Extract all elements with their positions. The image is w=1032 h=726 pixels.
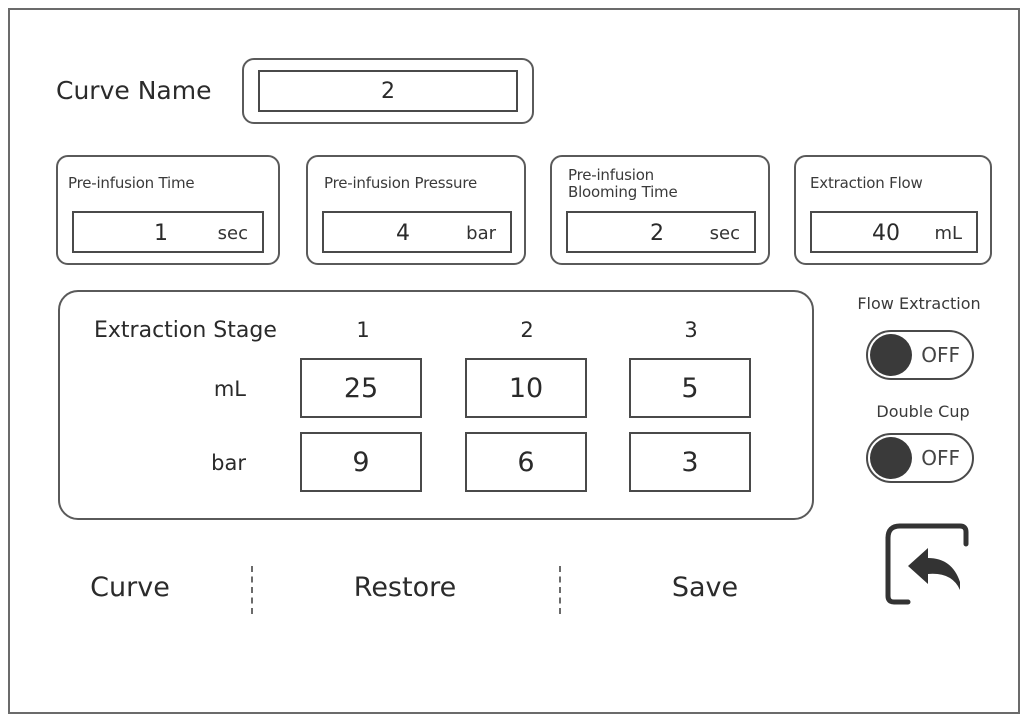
- pre-infusion-time-label: Pre-infusion Time: [68, 174, 195, 192]
- flow-extraction-state: OFF: [921, 343, 960, 367]
- blooming-time-unit: sec: [709, 223, 740, 244]
- double-cup-label: Double Cup: [876, 402, 970, 421]
- screen-frame: [8, 8, 1020, 714]
- flow-extraction-label: Flow Extraction: [857, 294, 981, 313]
- extraction-flow-card: Extraction Flow 40 mL: [794, 155, 992, 265]
- pre-infusion-pressure-unit: bar: [466, 223, 496, 244]
- double-cup-state: OFF: [921, 446, 960, 470]
- double-cup-toggle-knob: [870, 437, 912, 479]
- stage3-ml-input[interactable]: 5: [629, 358, 751, 418]
- stage-row-label-ml: mL: [213, 377, 246, 401]
- stage1-ml-input[interactable]: 25: [300, 358, 422, 418]
- blooming-time-value: 2: [650, 221, 664, 246]
- restore-button[interactable]: Restore: [353, 572, 457, 603]
- stage1-bar-input[interactable]: 9: [300, 432, 422, 492]
- blooming-time-input[interactable]: 2 sec: [566, 211, 756, 253]
- pre-infusion-time-unit: sec: [217, 223, 248, 244]
- curve-name-input[interactable]: 2: [258, 70, 518, 112]
- flow-extraction-toggle[interactable]: OFF: [866, 330, 974, 380]
- pre-infusion-time-value: 1: [154, 221, 168, 246]
- curve-name-field-frame: 2: [242, 58, 534, 124]
- curve-button[interactable]: Curve: [90, 572, 170, 603]
- blooming-time-label-line1: Pre-infusion: [568, 166, 654, 184]
- double-cup-toggle[interactable]: OFF: [866, 433, 974, 483]
- blooming-time-label: Pre-infusion Blooming Time: [568, 167, 678, 201]
- divider-1: [251, 566, 253, 614]
- pre-infusion-time-card: Pre-infusion Time 1 sec: [56, 155, 280, 265]
- stage3-bar-input[interactable]: 3: [629, 432, 751, 492]
- extraction-flow-label: Extraction Flow: [810, 174, 923, 192]
- extraction-flow-value: 40: [872, 221, 900, 246]
- extraction-flow-input[interactable]: 40 mL: [810, 211, 978, 253]
- save-button[interactable]: Save: [671, 572, 739, 603]
- blooming-time-label-line2: Blooming Time: [568, 183, 678, 201]
- curve-name-label: Curve Name: [56, 76, 212, 105]
- stage2-ml-input[interactable]: 10: [465, 358, 587, 418]
- divider-2: [559, 566, 561, 614]
- stage-column-1: 1: [356, 318, 370, 342]
- stage-column-3: 3: [684, 318, 698, 342]
- stage-row-label-bar: bar: [211, 451, 246, 475]
- extraction-stage-title: Extraction Stage: [94, 318, 277, 343]
- extraction-stage-panel: [58, 290, 814, 520]
- flow-extraction-toggle-knob: [870, 334, 912, 376]
- pre-infusion-pressure-input[interactable]: 4 bar: [322, 211, 512, 253]
- extraction-flow-unit: mL: [934, 223, 962, 244]
- pre-infusion-pressure-value: 4: [396, 221, 410, 246]
- pre-infusion-pressure-label: Pre-infusion Pressure: [324, 174, 478, 192]
- pre-infusion-time-input[interactable]: 1 sec: [72, 211, 264, 253]
- back-arrow-icon[interactable]: [882, 520, 970, 608]
- stage-column-2: 2: [520, 318, 534, 342]
- pre-infusion-pressure-card: Pre-infusion Pressure 4 bar: [306, 155, 526, 265]
- blooming-time-card: Pre-infusion Blooming Time 2 sec: [550, 155, 770, 265]
- stage2-bar-input[interactable]: 6: [465, 432, 587, 492]
